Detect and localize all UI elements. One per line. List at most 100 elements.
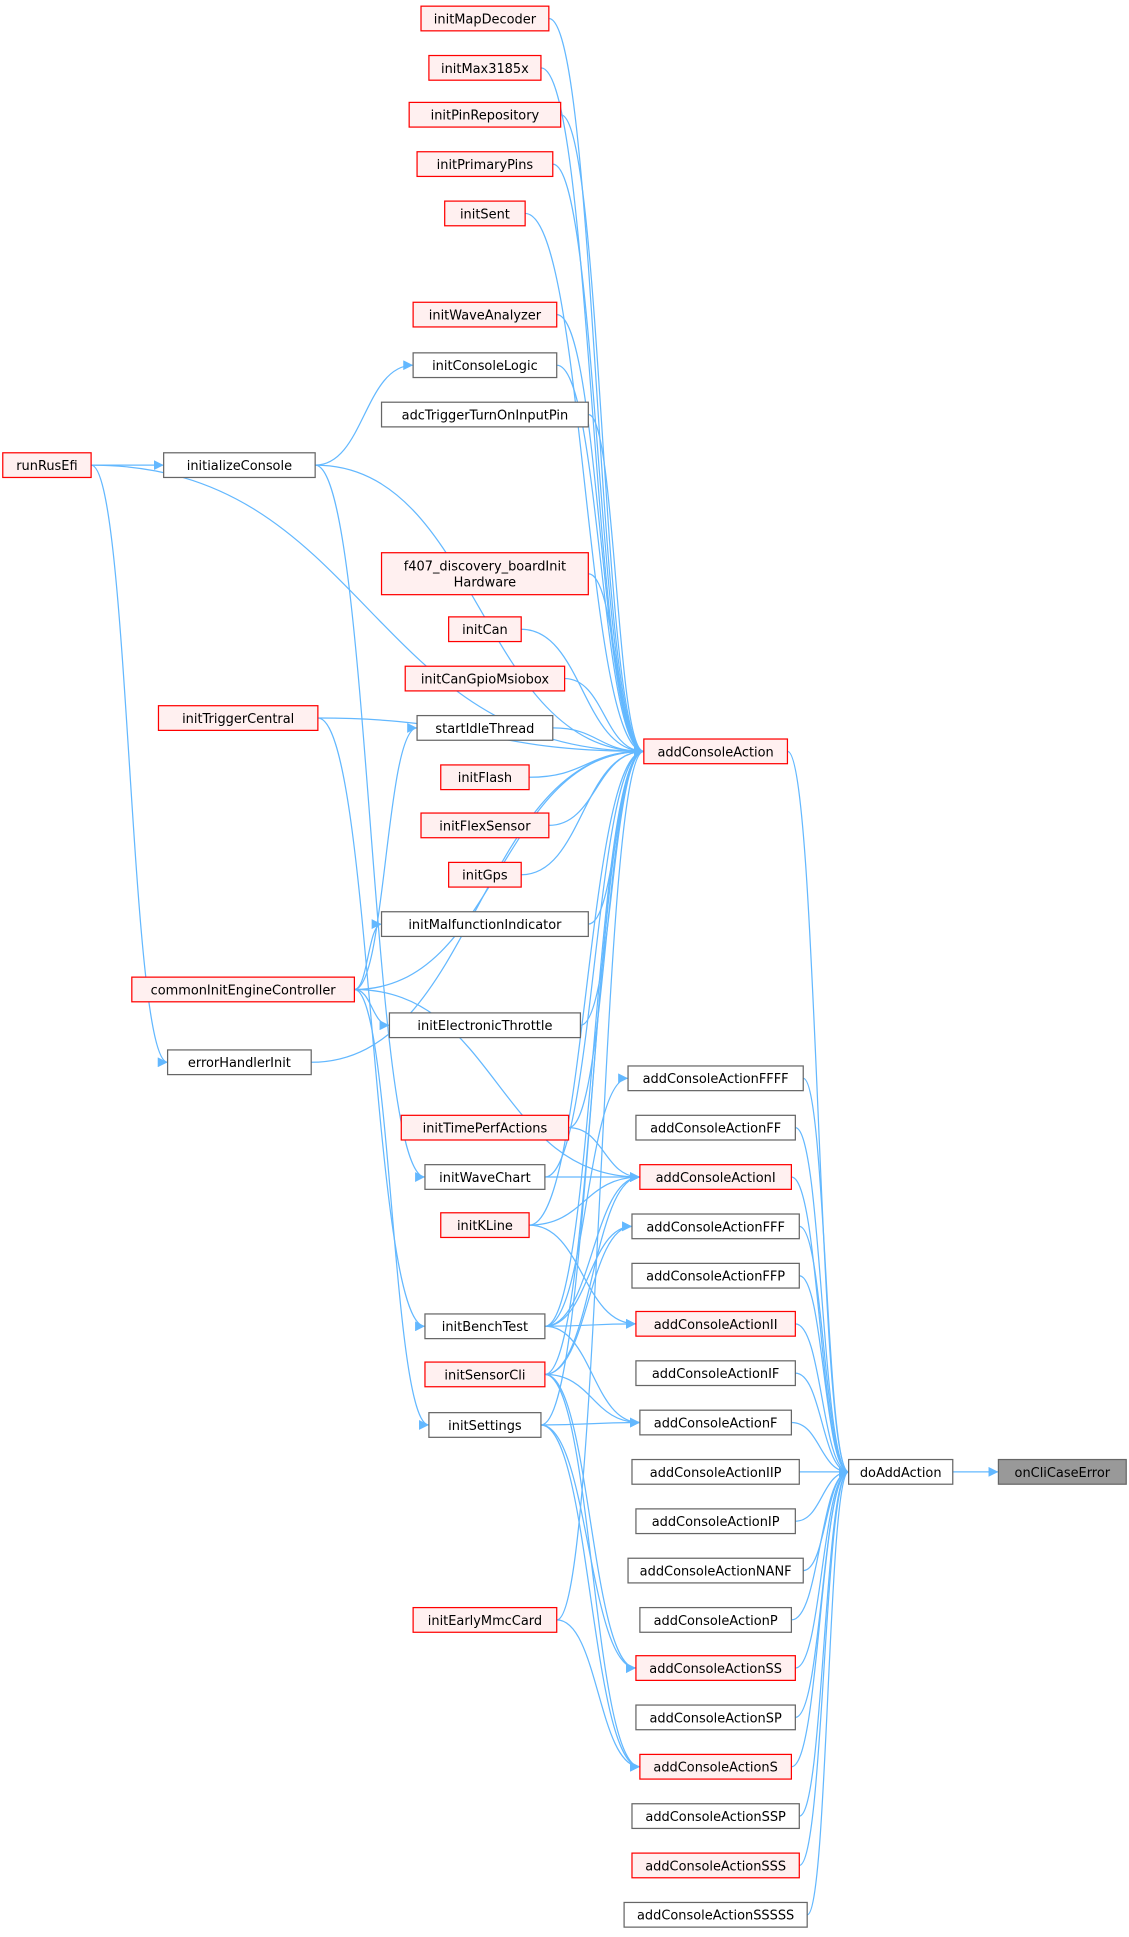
node-box[interactable] [420,812,550,839]
node-addConsoleActionIP[interactable]: addConsoleActionIP [635,1508,796,1535]
node-initGps[interactable]: initGps [448,861,522,888]
node-addConsoleActionII[interactable]: addConsoleActionII [635,1310,796,1337]
node-box[interactable] [623,1901,808,1928]
node-box[interactable] [404,665,566,692]
node-box[interactable] [428,1412,542,1438]
node-box[interactable] [639,1409,793,1436]
node-initTriggerCentral[interactable]: initTriggerCentral [157,705,319,732]
node-addConsoleActionFFF[interactable]: addConsoleActionFFF [631,1213,800,1240]
node-initCanGpioMsiobox[interactable]: initCanGpioMsiobox [404,665,566,692]
node-commonInitEngineController[interactable]: commonInitEngineController [131,976,356,1003]
node-box[interactable] [157,705,319,732]
node-box[interactable] [424,1361,546,1388]
node-addConsoleActionFF[interactable]: addConsoleActionFF [635,1114,796,1141]
node-doAddAction[interactable]: doAddAction [848,1458,954,1485]
node-addConsoleActionSP[interactable]: addConsoleActionSP [635,1704,796,1731]
node-box[interactable] [440,1212,530,1239]
node-box[interactable] [424,1164,546,1190]
node-initCan[interactable]: initCan [448,616,522,643]
node-addConsoleActionF[interactable]: addConsoleActionF [639,1409,793,1436]
node-initFlexSensor[interactable]: initFlexSensor [420,812,550,839]
node-box[interactable] [448,616,522,643]
node-initializeConsole[interactable]: initializeConsole [163,452,316,479]
node-addConsoleActionSSS[interactable]: addConsoleActionSSS [631,1852,800,1879]
node-initBenchTest[interactable]: initBenchTest [424,1313,546,1340]
node-adcTriggerTurnOnInputPin[interactable]: adcTriggerTurnOnInputPin [380,401,589,428]
node-errorHandlerInit[interactable]: errorHandlerInit [166,1049,312,1076]
node-initPinRepository[interactable]: initPinRepository [408,101,562,128]
node-startIdleThread[interactable]: startIdleThread [416,714,554,741]
node-initMapDecoder[interactable]: initMapDecoder [420,5,550,32]
node-box[interactable] [380,911,589,938]
node-box[interactable] [416,151,554,178]
node-box[interactable] [631,1852,800,1879]
node-box[interactable] [635,1114,796,1141]
node-addConsoleAction[interactable]: addConsoleAction [643,738,789,765]
node-box[interactable] [848,1458,954,1485]
node-addConsoleActionI[interactable]: addConsoleActionI [639,1164,793,1190]
node-initSettings[interactable]: initSettings [428,1412,542,1438]
node-box[interactable] [631,1458,800,1485]
node-box[interactable] [412,352,558,379]
node-box[interactable] [412,301,558,328]
node-box[interactable] [639,1164,793,1190]
node-initConsoleLogic[interactable]: initConsoleLogic [412,352,558,379]
node-initWaveChart[interactable]: initWaveChart [424,1164,546,1190]
node-initMalfunctionIndicator[interactable]: initMalfunctionIndicator [380,911,589,938]
node-box[interactable] [408,101,562,128]
node-addConsoleActionNANF[interactable]: addConsoleActionNANF [627,1557,804,1584]
node-addConsoleActionFFP[interactable]: addConsoleActionFFP [631,1262,800,1289]
node-box[interactable] [163,452,316,479]
node-box[interactable] [420,5,550,32]
node-box[interactable] [997,1458,1127,1485]
node-onCliCaseError[interactable]: onCliCaseError [997,1458,1127,1485]
node-runRusEfi[interactable]: runRusEfi [2,452,92,479]
node-box[interactable] [639,1753,793,1780]
node-box[interactable] [444,200,526,227]
node-addConsoleActionSSP[interactable]: addConsoleActionSSP [631,1803,800,1830]
node-box[interactable] [643,738,789,765]
node-box[interactable] [166,1049,312,1076]
node-box[interactable] [400,1114,570,1141]
node-box[interactable] [631,1262,800,1289]
node-addConsoleActionFFFF[interactable]: addConsoleActionFFFF [627,1065,804,1092]
node-box[interactable] [635,1508,796,1535]
node-box[interactable] [639,1606,793,1633]
node-addConsoleActionS[interactable]: addConsoleActionS [639,1753,793,1780]
node-box[interactable] [635,1704,796,1731]
node-box[interactable] [380,552,589,596]
node-box[interactable] [388,1012,582,1039]
node-initKLine[interactable]: initKLine [440,1212,530,1239]
node-box[interactable] [380,401,589,428]
node-initFlash[interactable]: initFlash [440,764,530,791]
node-initSent[interactable]: initSent [444,200,526,227]
node-box[interactable] [627,1557,804,1584]
node-addConsoleActionSS[interactable]: addConsoleActionSS [635,1655,796,1681]
node-initEarlyMmcCard[interactable]: initEarlyMmcCard [412,1606,558,1633]
node-initMax3185x[interactable]: initMax3185x [428,54,542,81]
node-box[interactable] [428,54,542,81]
node-box[interactable] [412,1606,558,1633]
node-addConsoleActionIF[interactable]: addConsoleActionIF [635,1360,796,1387]
node-box[interactable] [131,976,356,1003]
node-initWaveAnalyzer[interactable]: initWaveAnalyzer [412,301,558,328]
node-box[interactable] [635,1655,796,1681]
node-box[interactable] [424,1313,546,1340]
node-box[interactable] [2,452,92,479]
node-box[interactable] [416,714,554,741]
node-addConsoleActionIIP[interactable]: addConsoleActionIIP [631,1458,800,1485]
node-addConsoleActionP[interactable]: addConsoleActionP [639,1606,793,1633]
node-initElectronicThrottle[interactable]: initElectronicThrottle [388,1012,582,1039]
node-box[interactable] [448,861,522,888]
node-box[interactable] [635,1360,796,1387]
node-box[interactable] [627,1065,804,1092]
node-box[interactable] [440,764,530,791]
node-box[interactable] [635,1310,796,1337]
node-initPrimaryPins[interactable]: initPrimaryPins [416,151,554,178]
node-initTimePerfActions[interactable]: initTimePerfActions [400,1114,570,1141]
node-box[interactable] [631,1803,800,1830]
node-initSensorCli[interactable]: initSensorCli [424,1361,546,1388]
node-box[interactable] [631,1213,800,1240]
node-addConsoleActionSSSSS[interactable]: addConsoleActionSSSSS [623,1901,808,1928]
